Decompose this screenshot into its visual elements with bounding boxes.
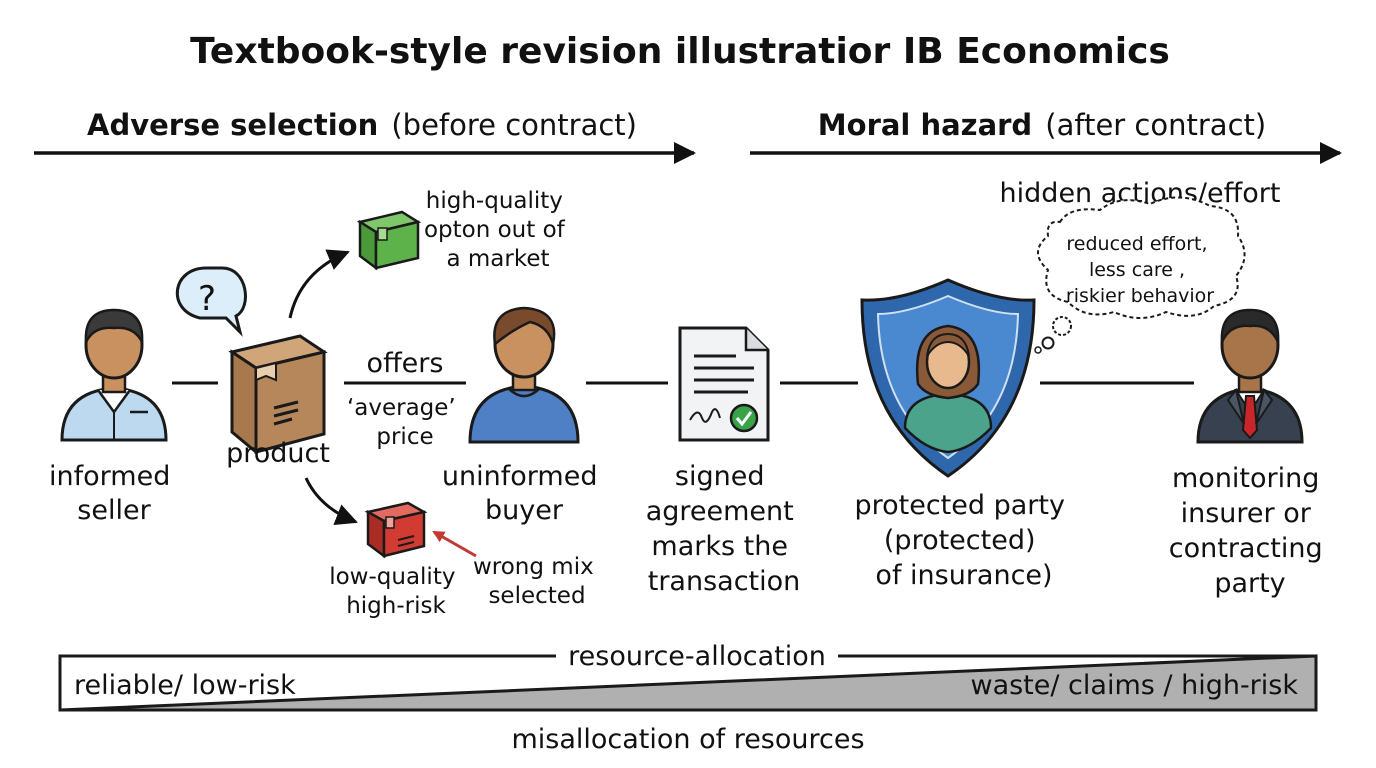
high-quality-label: high-quality opton out of a market — [424, 188, 572, 272]
signed-agreement-label: signed agreement marks the transaction — [646, 461, 803, 597]
arrow-to-high-quality — [288, 249, 350, 319]
adverse-selection-header: Adverse selection (before contract) — [87, 108, 637, 142]
monitoring-insurer-icon — [1196, 308, 1304, 444]
moral-hazard-bold: Moral hazard — [818, 108, 1032, 142]
uninformed-buyer-label: uninformed buyer — [442, 461, 606, 526]
arrow-to-low-quality — [304, 477, 358, 525]
informed-seller-icon — [60, 308, 168, 442]
moral-hazard-header: Moral hazard (after contract) — [818, 108, 1266, 142]
protected-party-label: protected party (protected) of insurance… — [854, 490, 1073, 591]
monitoring-insurer-label: monitoring insurer or contracting party — [1169, 463, 1332, 599]
high-quality-box-icon — [356, 210, 422, 271]
question-bubble-icon: ? — [175, 266, 247, 337]
adverse-selection-rest: (before contract) — [391, 108, 637, 142]
misallocation-label: misallocation of resources — [511, 724, 864, 755]
product-box-icon — [228, 334, 328, 456]
uninformed-buyer-icon — [468, 306, 580, 444]
low-quality-label: low-quality high-risk — [329, 564, 463, 619]
offers-label: offers — [367, 348, 444, 379]
thought-bubble-icon — [1034, 196, 1246, 354]
waste-high-risk-label: waste/ claims / high-risk — [970, 670, 1298, 701]
resource-allocation-bar — [58, 638, 1318, 712]
average-price-label: ‘average’ price — [347, 395, 463, 450]
resource-allocation-label: resource-allocation — [568, 641, 826, 672]
moral-hazard-rest: (after contract) — [1045, 108, 1266, 142]
low-quality-box-icon — [364, 501, 428, 559]
svg-text:?: ? — [198, 279, 216, 319]
protected-party-shield-icon — [860, 278, 1036, 478]
reliable-low-risk-label: reliable/ low-risk — [74, 670, 296, 701]
product-label: product — [226, 438, 330, 469]
signed-agreement-icon — [678, 326, 770, 442]
wrong-mix-arrow — [432, 530, 477, 558]
wrong-mix-label: wrong mix selected — [473, 554, 601, 609]
thought-bubble-text: reduced effort, less care , riskier beha… — [1066, 233, 1214, 307]
informed-seller-label: informed seller — [49, 461, 179, 526]
page-title: Textbook-style revision illustratior IB … — [190, 31, 1170, 72]
adverse-selection-bold: Adverse selection — [87, 108, 378, 142]
